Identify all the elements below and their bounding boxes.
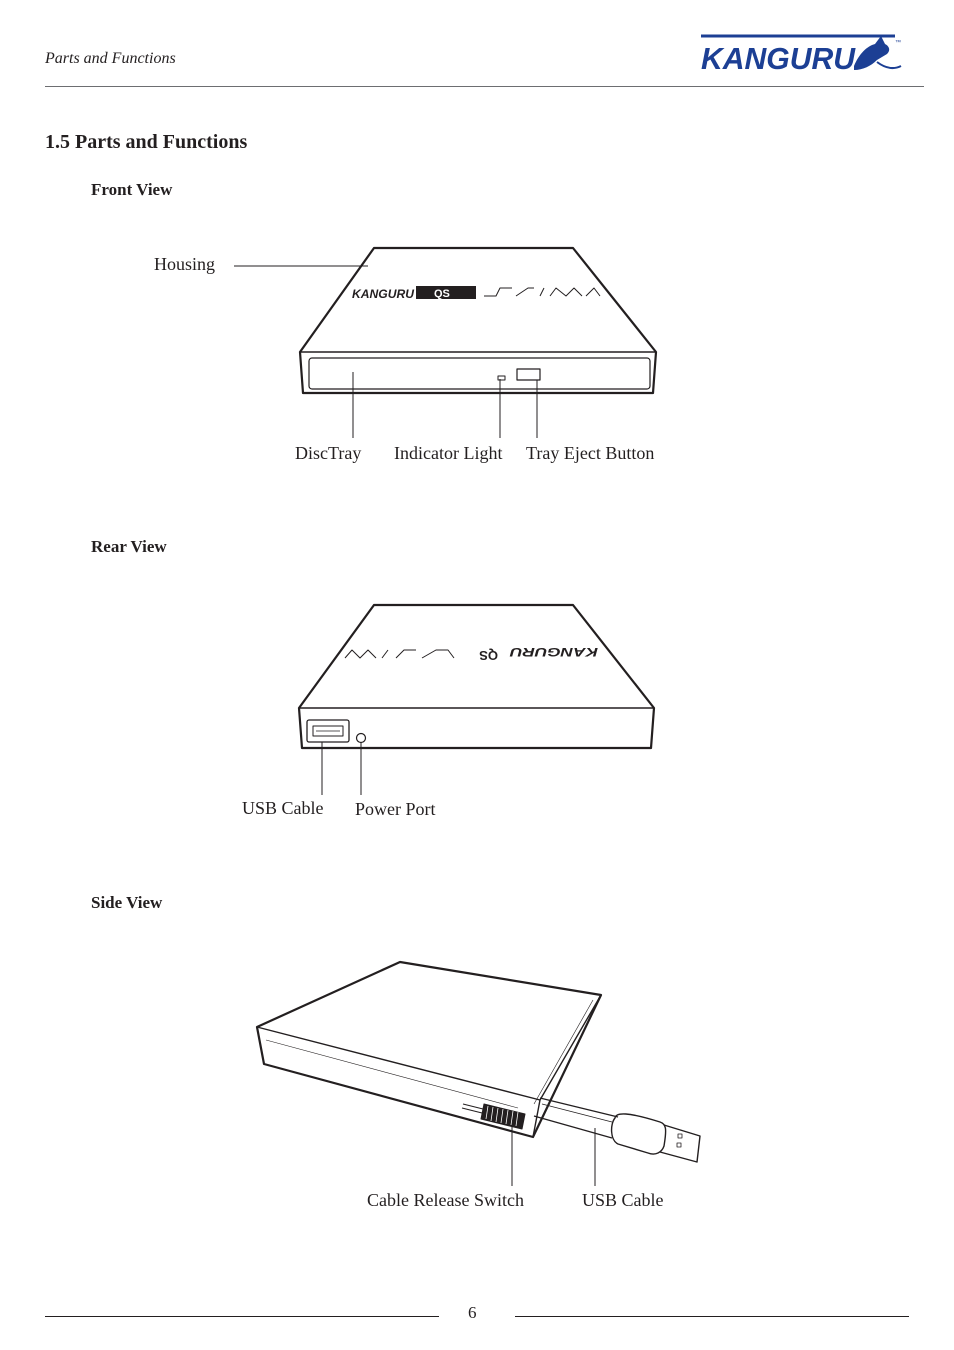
footer-rule-left [45, 1316, 439, 1317]
tray-eject-button-label: Tray Eject Button [526, 443, 655, 463]
power-port-label: Power Port [355, 799, 436, 819]
logo-trademark: ™ [895, 39, 901, 46]
rear-view-drawing: QS KANGURU [297, 603, 656, 795]
svg-text:KANGURU: KANGURU [352, 287, 414, 301]
housing-label: Housing [154, 254, 216, 274]
footer-rule-right [515, 1316, 909, 1317]
side-view-heading: Side View [91, 893, 163, 912]
disc-tray-label: DiscTray [295, 443, 362, 463]
section-title: 1.5 Parts and Functions [45, 131, 248, 153]
front-view-drawing: KANGURU QS [234, 246, 658, 438]
header-rule [45, 86, 924, 87]
page-number: 6 [468, 1303, 477, 1322]
running-header-title: Parts and Functions [45, 50, 176, 67]
rear-usb-cable-label: USB Cable [242, 798, 324, 818]
front-view-heading: Front View [91, 180, 173, 199]
cable-release-switch-label: Cable Release Switch [367, 1190, 524, 1210]
kanguru-logo: KANGURU ™ [699, 30, 905, 78]
side-view-drawing [255, 960, 701, 1186]
svg-text:QS: QS [434, 288, 450, 300]
side-usb-cable-label: USB Cable [582, 1190, 664, 1210]
svg-text:KANGURU: KANGURU [510, 645, 598, 659]
indicator-light-label: Indicator Light [394, 443, 503, 463]
rear-view-heading: Rear View [91, 537, 167, 556]
logo-wordmark: KANGURU [701, 41, 857, 76]
front-top-logo: KANGURU QS [352, 286, 601, 301]
svg-text:QS: QS [479, 648, 498, 663]
rear-top-logo: QS KANGURU [344, 645, 598, 663]
